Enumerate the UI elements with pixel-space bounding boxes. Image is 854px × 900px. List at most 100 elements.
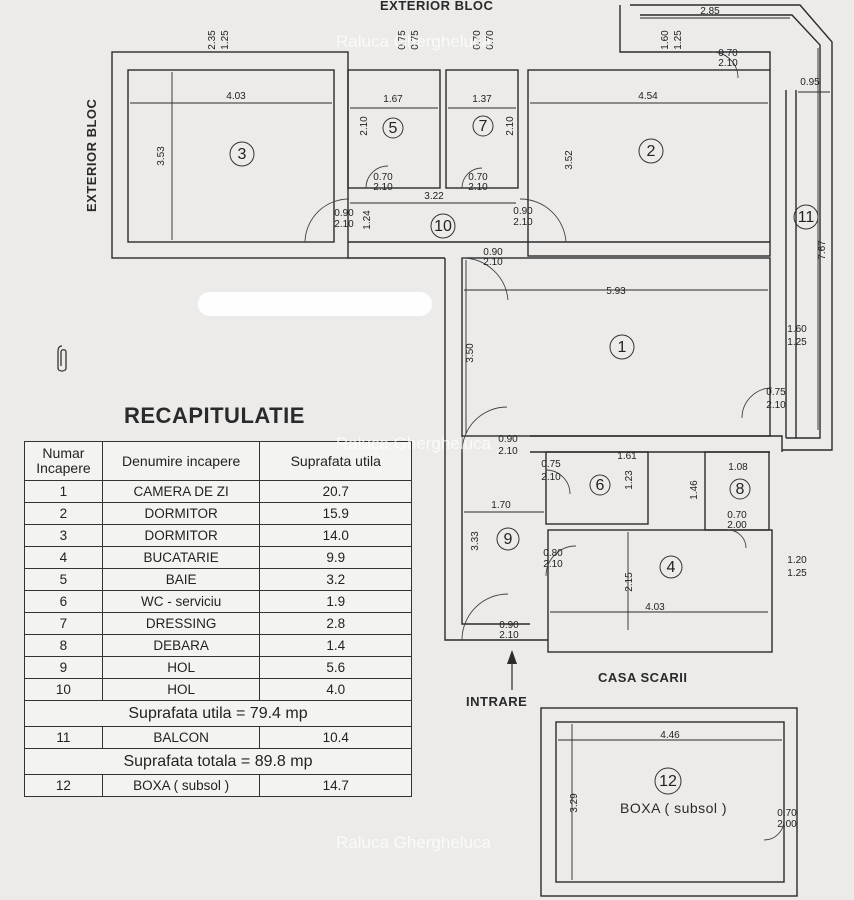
cell-name: BAIE [101,568,261,591]
redaction-blur [198,292,432,316]
dimension-label: 1.20 [787,555,807,566]
dimension-label: 1.23 [624,470,635,490]
dimension-label: 5.93 [606,286,626,297]
room-number: 7 [479,118,488,135]
room-number: 10 [434,218,452,235]
dimension-label: 0.70 [472,30,483,50]
dimension-label: 2.85 [700,6,720,17]
dimension-label: 1.25 [787,337,807,348]
wall-room-1 [461,257,771,437]
dimension-label: 3.29 [569,793,580,813]
cell-number: 10 [24,678,103,701]
dimension-label: 2.10 [766,400,786,411]
room-number: 11 [798,209,815,226]
dimension-label: 0.90 [513,206,533,217]
dimension-label: 4.54 [638,91,658,102]
recap-table: Numar Incapere Denumire incapere Suprafa… [24,441,412,797]
dimension-label: 3.53 [156,146,167,166]
wall-room-2 [527,69,771,257]
useful-total-row: Suprafata utila = 79.4 mp [24,700,412,727]
dimension-label: 2.10 [541,472,561,483]
header-number: Numar Incapere [24,441,103,481]
cell-area: 5.6 [259,656,412,679]
dimension-label: 0.70 [468,172,488,183]
dimension-label: 1.61 [617,451,637,462]
grand-total-row: Suprafata totala = 89.8 mp [24,748,412,775]
dimension-label: 0.70 [777,808,797,819]
dimension-label: 1.25 [673,30,684,50]
label-entrance: INTRARE [466,694,528,709]
dimension-label: 1.46 [689,480,700,500]
dimension-label: 2.10 [483,257,503,268]
dimension-lines [130,17,830,880]
cell-number: 2 [24,502,103,525]
room-number: 6 [596,477,605,494]
dimension-label: 0.90 [499,620,519,631]
dimension-label: 0.70 [718,48,738,59]
cell-number: 11 [24,726,103,749]
dimension-label: 2.15 [624,572,635,592]
cell-area: 1.9 [259,590,412,613]
dimension-label: 1.24 [362,210,373,230]
dimension-label: 4.46 [660,730,680,741]
paperclip-icon [57,345,67,372]
dimension-label: 2.10 [468,182,488,193]
cell-number: 6 [24,590,103,613]
dimension-label: 2.10 [373,182,393,193]
dimension-label: 2.10 [505,116,516,136]
room-number: 8 [736,481,745,498]
cell-name: DORMITOR [101,502,261,525]
dimension-label: 2.00 [727,520,747,531]
dimension-label: 0.75 [410,30,421,50]
label-exterior-left: EXTERIOR BLOC [84,98,99,212]
dimension-label: 2.10 [499,630,519,641]
cell-area: 10.4 [259,726,412,749]
wall-room-12 [540,707,798,897]
entrance-arrow [507,650,517,664]
dimension-label: 0.90 [498,434,518,445]
cell-name: DRESSING [101,612,261,635]
dimension-label: 2.10 [498,446,518,457]
header-name: Denumire incapere [101,441,261,481]
dimension-label: 2.10 [334,219,354,230]
dimension-label: 2.00 [777,819,797,830]
watermark-top: Raluca Ghergheluca [336,32,491,51]
dimension-label: 0.90 [334,208,354,219]
cell-area: 1.4 [259,634,412,657]
dimension-label: 0.75 [541,459,561,470]
dimension-label: 2.10 [359,116,370,136]
room-number: 2 [647,143,656,160]
recap-title: RECAPITULATIE [124,403,305,428]
dimension-label: 0.80 [543,548,563,559]
dimension-label: 1.67 [383,94,403,105]
cell-name: BOXA ( subsol ) [101,774,261,797]
cell-number: 8 [24,634,103,657]
label-box-room: BOXA ( subsol ) [620,800,728,816]
header-area: Suprafata utila [259,441,412,481]
cell-number: 7 [24,612,103,635]
dimension-label: 0.95 [800,77,820,88]
dimension-label: 1.60 [660,30,671,50]
dimension-label: 0.90 [483,247,503,258]
dimension-label: 1.25 [787,568,807,579]
cell-number: 1 [24,480,103,503]
cell-number: 12 [24,774,103,797]
room-markers [229,115,819,795]
dimension-label: 0.70 [373,172,393,183]
dimension-label: 7.67 [817,240,828,260]
wall-room-4 [547,529,773,653]
cell-area: 15.9 [259,502,412,525]
cell-number: 4 [24,546,103,569]
dimension-label: 0.75 [766,387,786,398]
doors [304,51,785,841]
cell-area: 14.0 [259,524,412,547]
